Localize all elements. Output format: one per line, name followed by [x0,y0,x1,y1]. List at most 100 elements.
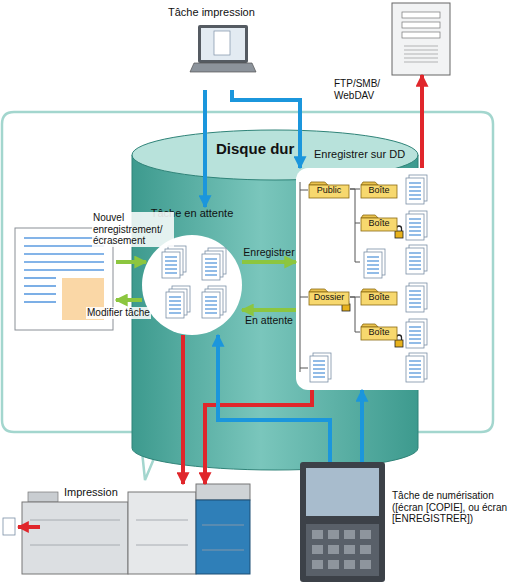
text-line [409,222,421,223]
text-line [313,360,325,361]
edge-label: Enregistrer [243,246,294,258]
folder-body [361,218,397,231]
node-label: Tâche de numérisation ([écran [COPIE], o… [392,490,510,525]
key [360,560,371,569]
node-label: Tâche impression [168,6,255,19]
key [328,560,339,569]
text-line [409,230,421,231]
folder-body [361,185,397,198]
key [312,545,323,554]
folder: Boîte [360,323,398,341]
flow-arrow [242,308,296,312]
output-tray [28,492,58,502]
key [344,560,355,569]
text-line [169,308,181,309]
text-line [313,364,325,365]
folder-body [361,292,397,305]
text-line [409,290,421,291]
page [406,356,424,382]
lock-body [395,340,403,347]
page [406,286,424,312]
panel-seam [30,545,120,546]
page [202,254,220,280]
text-line [409,298,421,299]
text-line [24,293,56,295]
tree-line [300,190,308,191]
vent-line [404,58,438,59]
laptop-screen-frame [198,25,248,63]
drive-bay [402,12,440,18]
text-line [409,194,421,195]
printer-unit [128,492,196,574]
folder: Public [308,181,350,199]
page [406,322,424,348]
text-line [169,312,181,313]
page [166,292,184,318]
flow-arrow [420,75,424,168]
tree-line [300,297,308,298]
text-line [24,277,56,279]
panel-seam [30,520,120,521]
text-line [205,312,217,313]
key [328,530,339,539]
document-stack [202,286,226,318]
queue-circle [142,235,242,335]
panel-seam [136,545,188,546]
scan-panel: Tâche de numérisation ([écran [COPIE], o… [300,462,385,582]
folder-label: Public [308,185,350,195]
tree-line [355,262,360,263]
document-stack [406,211,427,240]
text-line [165,256,177,257]
document-stack [406,319,427,348]
text-line [367,264,379,265]
storage-panel [296,168,440,390]
tree-connector [350,297,360,332]
hard-disk: Disque durTâche en attenteEnregistrer su… [132,130,418,470]
text-line [205,262,217,263]
text-line [367,272,379,273]
panel-seam [202,550,244,551]
folder-body [309,185,349,198]
lock-body [395,231,403,238]
text-line [409,256,421,257]
text-line [205,258,217,259]
text-line [409,252,421,253]
text-line [409,376,421,377]
document-stack [162,246,186,278]
folder-label: Boîte [360,185,398,195]
text-line [409,260,421,261]
laptop-screen [201,28,245,60]
text-line [24,261,104,263]
arrow [116,298,142,302]
folder-label: Boîte [360,327,398,337]
node-label: Impression [64,486,118,499]
edge-label-holder: Enregistrer [243,246,294,258]
panel-seam [202,525,244,526]
document-stack [310,353,331,382]
text-line [409,218,421,219]
text-line [409,368,421,369]
keypad [306,524,379,576]
flow-arrow [203,90,207,207]
text-line [313,376,325,377]
page [202,292,220,318]
flow-arrow [181,335,185,484]
key [312,560,323,569]
key [360,530,371,539]
text-line [165,268,177,269]
vent-line [404,50,438,51]
text-line [24,285,56,287]
text-line [409,330,421,331]
storage-area: Enregistrer sur DDPublicBoîteBoîteDossie… [296,168,440,390]
folder-label: Boîte [360,292,398,302]
folder-tab [309,182,328,185]
finisher [22,502,128,574]
folder: Boîte [360,288,398,306]
key [312,530,323,539]
text-line [409,360,421,361]
laptop-base [190,63,256,72]
text-line [367,268,379,269]
text-line [169,304,181,305]
text-line [409,182,421,183]
folder-body [309,292,349,305]
